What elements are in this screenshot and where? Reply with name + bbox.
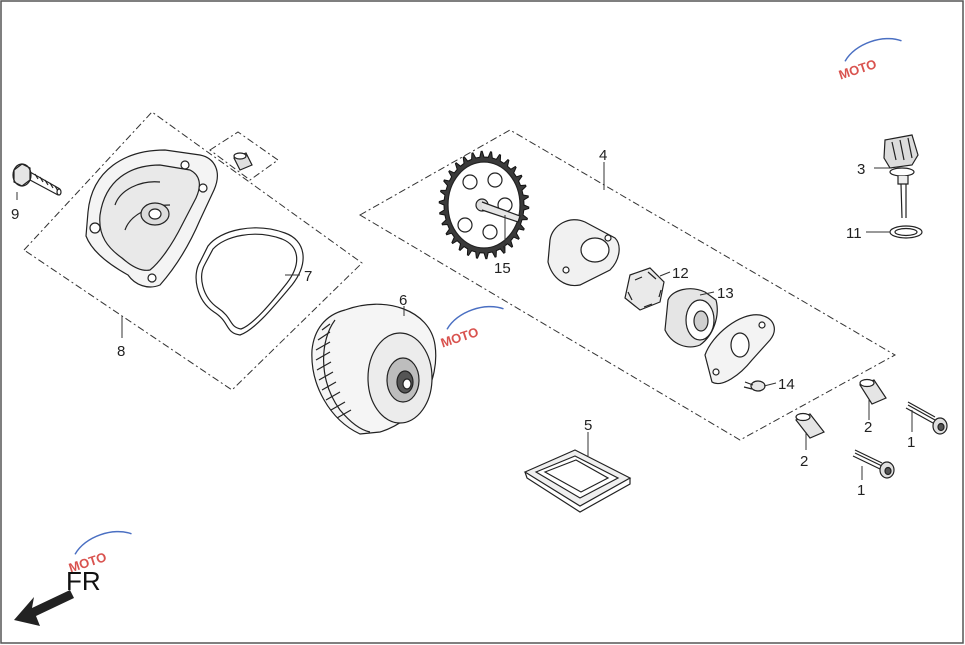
- dowel-pin-part-2-lower: [795, 412, 825, 439]
- pump-end-plate: [704, 314, 775, 384]
- inner-rotor-part-12: [624, 267, 665, 311]
- screw-part-14: [743, 380, 766, 392]
- callout-3: 3: [857, 161, 865, 178]
- bolt-part-1-lower: [852, 449, 895, 479]
- flange-bolt-part-9: [12, 163, 62, 196]
- callout-7: 7: [304, 268, 312, 285]
- callout-11: 11: [846, 225, 862, 242]
- callout-2-upper: 2: [864, 419, 872, 436]
- svg-text:MOTO: MOTO: [439, 324, 481, 350]
- gasket-part-7: [195, 227, 304, 336]
- outer-rotor-part-13: [664, 288, 718, 348]
- o-ring-part-11: [889, 225, 923, 239]
- dowel-pin-part-2-upper: [859, 378, 887, 405]
- callout-12: 12: [672, 265, 689, 282]
- callout-8: 8: [117, 343, 125, 360]
- pump-body-housing: [547, 219, 620, 287]
- callout-6: 6: [399, 292, 407, 309]
- dipstick-cap-part-3: [883, 134, 919, 219]
- front-direction-arrow-icon: [14, 590, 74, 626]
- front-direction-label: FR: [66, 566, 101, 596]
- callout-13: 13: [717, 285, 734, 302]
- callout-1-lower: 1: [857, 482, 865, 499]
- bolt-part-1-upper: [905, 401, 948, 435]
- watermark-logo-top-right: MOTO: [837, 37, 902, 82]
- svg-text:MOTO: MOTO: [837, 56, 879, 82]
- callout-14: 14: [778, 376, 795, 393]
- leader-lines: [16, 162, 913, 480]
- dowel-sleeve-small: [233, 152, 253, 171]
- watermark-logo-center: MOTO: [439, 305, 504, 350]
- assembly-outline-4: [359, 129, 897, 441]
- callout-5: 5: [584, 417, 592, 434]
- callout-1-upper: 1: [907, 434, 915, 451]
- callout-15: 15: [494, 260, 511, 277]
- oil-filter-part-6: [311, 303, 437, 435]
- strainer-screen-part-5: [523, 449, 632, 513]
- pump-gear-part-15: [438, 150, 530, 260]
- callout-9: 9: [11, 206, 19, 223]
- assembly-outline-8: [23, 111, 363, 391]
- callout-4: 4: [599, 147, 607, 164]
- callout-2-lower: 2: [800, 453, 808, 470]
- pump-cover-part-8: [85, 149, 218, 288]
